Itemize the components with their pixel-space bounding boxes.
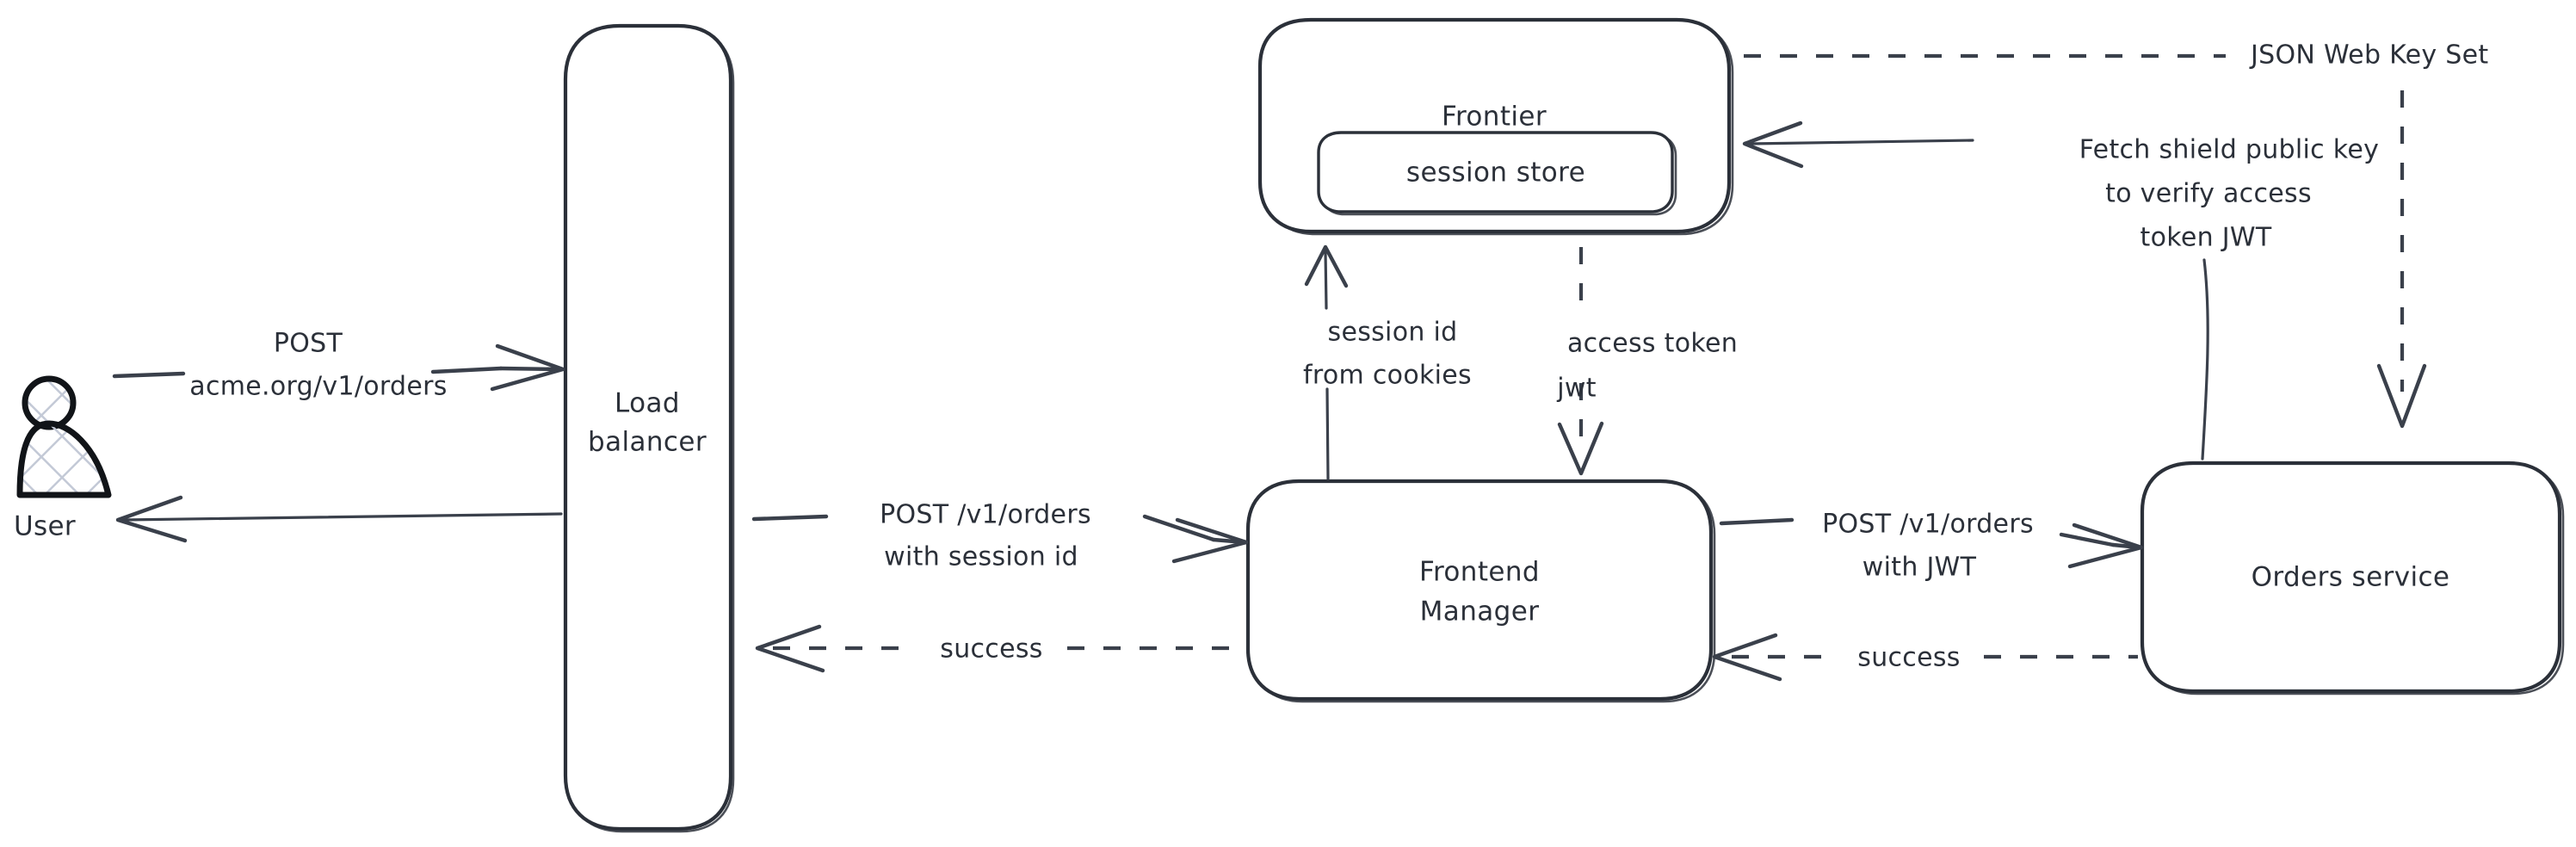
node-load-balancer[interactable]: Load balancer [563, 23, 735, 833]
actor-user[interactable]: User [14, 375, 112, 542]
edge-orders-to-frontier-label-line3: token JWT [2140, 223, 2272, 253]
person-icon [16, 375, 112, 498]
edge-load-balancer-to-user[interactable] [115, 495, 563, 543]
edge-fm-to-orders-label-line1: POST /v1/orders [1822, 510, 2034, 540]
actor-user-label: User [14, 511, 76, 542]
node-load-balancer-label-line1: Load [615, 388, 680, 419]
node-session-store-label: session store [1406, 158, 1585, 189]
edge-frontier-to-orders-jwks[interactable]: JSON Web Key Set [1744, 40, 2488, 429]
edge-frontier-to-orders-jwks-label: JSON Web Key Set [2249, 40, 2488, 71]
edge-fm-to-lb-label: success [940, 634, 1042, 665]
edge-fm-to-frontier-label-line1: session id [1328, 318, 1458, 348]
node-frontend-manager-label-line2: Manager [1420, 597, 1540, 628]
edge-fm-to-lb-success[interactable]: success [755, 624, 1243, 673]
edge-frontier-to-fm-label-line2: jwt [1556, 374, 1597, 404]
edge-fm-to-orders-label-line2: with JWT [1863, 553, 1977, 583]
node-frontier-label: Frontier [1442, 102, 1547, 133]
edge-user-to-load-balancer[interactable]: POST acme.org/v1/orders [112, 329, 565, 402]
edge-lb-to-fm-label-line2: with session id [884, 542, 1078, 572]
edge-orders-to-frontier-label-line2: to verify access [2105, 179, 2312, 209]
node-session-store[interactable]: session store [1317, 131, 1677, 216]
edge-fm-to-frontier[interactable]: session id from cookies [1303, 244, 1472, 480]
edge-orders-to-fm-success[interactable]: success [1712, 633, 2138, 682]
edge-user-to-lb-label-line2: acme.org/v1/orders [189, 372, 447, 402]
edge-fm-to-orders[interactable]: POST /v1/orders with JWT [1719, 510, 2144, 583]
node-frontier[interactable]: Frontier session store [1257, 17, 1734, 236]
edge-lb-to-frontend-manager[interactable]: POST /v1/orders with session id [751, 500, 1249, 572]
node-orders-service[interactable]: Orders service [2140, 461, 2565, 696]
edge-orders-to-frontier-label-line1: Fetch shield public key [2079, 135, 2379, 165]
edge-fm-to-frontier-label-line2: from cookies [1303, 361, 1472, 391]
edge-user-to-lb-label-line1: POST [274, 329, 343, 359]
edge-lb-to-fm-label-line1: POST /v1/orders [880, 500, 1091, 530]
edge-orders-to-fm-label: success [1857, 643, 1960, 673]
edge-frontier-to-fm-jwt[interactable]: access token jwt [1556, 247, 1738, 476]
node-orders-service-label: Orders service [2252, 562, 2450, 593]
node-frontend-manager-label-line1: Frontend [1419, 557, 1540, 588]
edge-orders-to-frontier[interactable]: Fetch shield public key to verify access… [1742, 121, 2379, 461]
node-load-balancer-label-line2: balancer [588, 427, 707, 458]
edge-frontier-to-fm-label-line1: access token [1567, 329, 1738, 359]
node-frontend-manager[interactable]: Frontend Manager [1245, 479, 1716, 703]
